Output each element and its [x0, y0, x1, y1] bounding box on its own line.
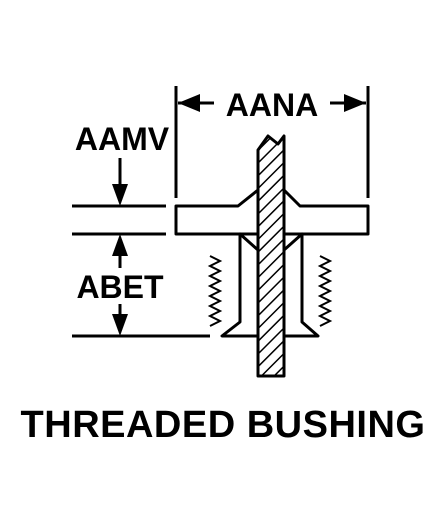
- thread-marks: [207, 255, 333, 327]
- right-thread-icon: [317, 255, 333, 327]
- aamv-label: AAMV: [75, 121, 170, 157]
- aana-left-arrowhead: [178, 94, 200, 112]
- stud-section-hatch: [256, 134, 286, 378]
- bushing-right-flange: [282, 188, 370, 236]
- diagram-title: THREADED BUSHING: [20, 404, 426, 446]
- aana-label: AANA: [226, 87, 318, 123]
- abet-label: ABET: [76, 269, 164, 305]
- left-dimensions: AAMV ABET: [72, 121, 210, 338]
- aana-right-arrowhead: [344, 94, 366, 112]
- left-thread-icon: [207, 255, 223, 327]
- aana-dimension: AANA: [174, 86, 370, 198]
- bushing-left-flange: [174, 188, 260, 236]
- aamv-arrowhead: [112, 184, 128, 206]
- abet-bottom-arrowhead: [112, 314, 128, 336]
- abet-top-arrowhead: [112, 234, 128, 256]
- bushing-right-barrel: [282, 232, 320, 338]
- bushing-left-barrel: [220, 232, 260, 338]
- bushing-body: [174, 188, 370, 338]
- hatched-stud: [256, 134, 286, 378]
